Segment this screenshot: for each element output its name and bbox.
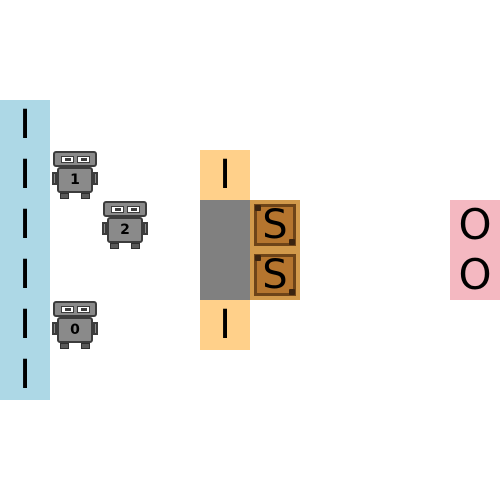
- robot-body: 2: [107, 217, 143, 243]
- robot-leg: [60, 193, 69, 199]
- left-zone-label: I: [19, 252, 31, 298]
- robot-0[interactable]: 0: [50, 300, 100, 350]
- goal-label: O: [458, 200, 492, 249]
- wall-block: [200, 200, 250, 300]
- robot-body: 1: [57, 167, 93, 193]
- robot-eye-icon: [61, 306, 74, 313]
- robot-arm: [102, 222, 107, 235]
- robot-eye-icon: [77, 306, 90, 313]
- robot-head: [103, 201, 147, 217]
- left-zone-label: I: [19, 152, 31, 198]
- robot-eye-icon: [127, 206, 140, 213]
- robot-head: [53, 151, 97, 167]
- robot-eye-icon: [61, 156, 74, 163]
- robot-leg: [81, 193, 90, 199]
- robot-arm: [93, 172, 98, 185]
- robot-eye-icon: [77, 156, 90, 163]
- orange-cell-bottom: I: [200, 300, 250, 350]
- robot-id: 1: [70, 172, 80, 188]
- crate[interactable]: S: [250, 250, 300, 300]
- crate-label: S: [262, 252, 288, 298]
- left-zone-label: I: [19, 302, 31, 348]
- left-zone: I I I I I I: [0, 100, 50, 400]
- robot-eye-icon: [111, 206, 124, 213]
- left-zone-label: I: [19, 102, 31, 148]
- robot-body: 0: [57, 317, 93, 343]
- robot-leg: [60, 343, 69, 349]
- robot-leg: [110, 243, 119, 249]
- left-zone-label: I: [19, 202, 31, 248]
- robot-1[interactable]: 1: [50, 150, 100, 200]
- robot-leg: [81, 343, 90, 349]
- left-zone-label: I: [19, 352, 31, 398]
- robot-2[interactable]: 2: [100, 200, 150, 250]
- crate-label: S: [262, 202, 288, 248]
- crate[interactable]: S: [250, 200, 300, 250]
- robot-arm: [143, 222, 148, 235]
- goal-zone: O O: [450, 200, 500, 300]
- robot-arm: [52, 172, 57, 185]
- robot-id: 2: [120, 222, 130, 238]
- robot-leg: [131, 243, 140, 249]
- robot-arm: [93, 322, 98, 335]
- goal-label: O: [458, 250, 492, 299]
- robot-arm: [52, 322, 57, 335]
- robot-head: [53, 301, 97, 317]
- robot-id: 0: [70, 322, 80, 338]
- orange-cell-top: I: [200, 150, 250, 200]
